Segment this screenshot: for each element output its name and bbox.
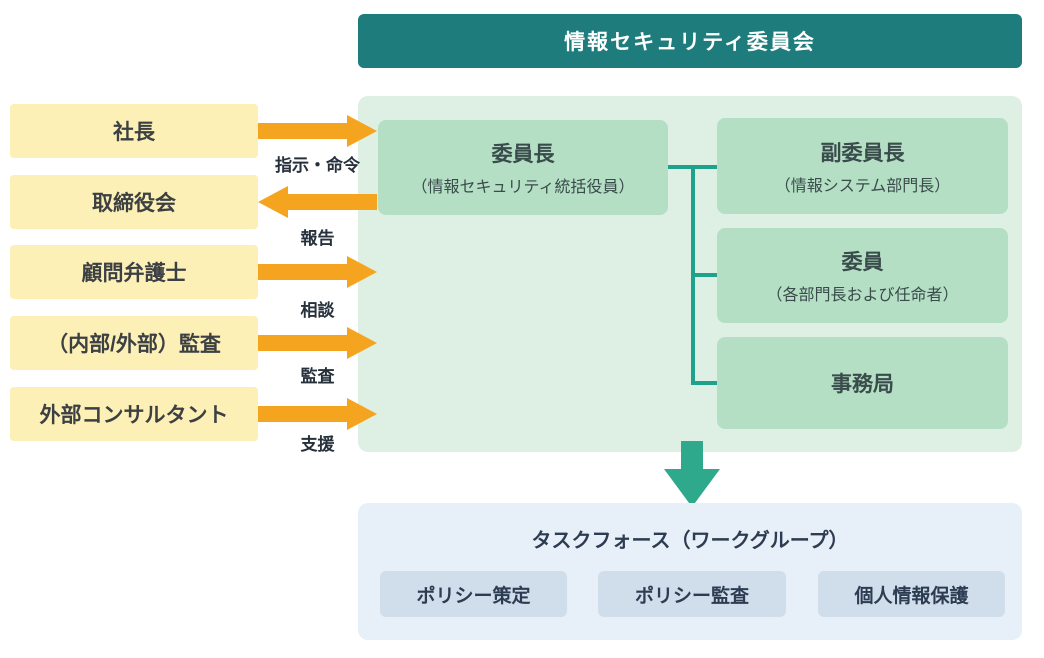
taskforce-group-label: ポリシー策定 <box>416 585 531 607</box>
secretariat-title: 事務局 <box>831 373 894 396</box>
vice-chair-subtitle: （情報システム部門長） <box>774 177 951 195</box>
flow-label: 支援 <box>300 435 335 454</box>
taskforce-group-policy-development: ポリシー策定 <box>380 571 567 617</box>
flow-arrow-left-icon <box>258 186 377 218</box>
taskforce-group-personal-info-protection: 個人情報保護 <box>818 571 1005 617</box>
external-label: （内部/外部）監査 <box>47 333 221 356</box>
external-box-president: 社長 <box>10 104 258 158</box>
external-box-legal-advisor: 顧問弁護士 <box>10 245 258 299</box>
external-label: 社長 <box>113 121 155 144</box>
external-box-external-consultant: 外部コンサルタント <box>10 387 258 441</box>
flow-arrow-right-icon <box>258 398 377 430</box>
flow-label: 報告 <box>300 229 335 248</box>
chair-title: 委員長 <box>491 143 555 166</box>
committee-title-bar: 情報セキュリティ委員会 <box>358 14 1022 68</box>
taskforce-group-label: ポリシー監査 <box>634 585 749 607</box>
flow-label: 指示・命令 <box>275 156 360 175</box>
external-label: 取締役会 <box>92 192 176 215</box>
vice-chair-box: 副委員長 （情報システム部門長） <box>717 118 1008 214</box>
flow-label: 相談 <box>300 301 335 320</box>
connector-line <box>691 381 717 385</box>
external-label: 外部コンサルタント <box>39 404 229 427</box>
taskforce-group-policy-audit: ポリシー監査 <box>598 571 786 617</box>
flow-label: 監査 <box>300 367 335 386</box>
external-box-audit: （内部/外部）監査 <box>10 316 258 370</box>
chair-subtitle: （情報セキュリティ統括役員） <box>411 179 635 196</box>
external-box-board-of-directors: 取締役会 <box>10 175 258 229</box>
flow-arrow-right-icon <box>258 115 377 147</box>
secretariat-box: 事務局 <box>717 337 1008 429</box>
committee-title: 情報セキュリティ委員会 <box>564 31 816 54</box>
members-title: 委員 <box>841 251 884 274</box>
vice-chair-title: 副委員長 <box>820 141 905 165</box>
flow-arrow-right-icon <box>258 256 377 288</box>
taskforce-title: タスクフォース（ワークグループ） <box>531 530 849 552</box>
members-box: 委員 （各部門長および任命者） <box>717 228 1008 323</box>
arrow-down-icon <box>664 441 720 507</box>
flow-arrow-right-icon <box>258 327 377 359</box>
external-label: 顧問弁護士 <box>81 262 187 285</box>
taskforce-group-label: 個人情報保護 <box>854 585 969 607</box>
chair-box: 委員長 （情報セキュリティ統括役員） <box>378 120 668 215</box>
connector-line <box>691 273 717 277</box>
members-subtitle: （各部門長および任命者） <box>766 287 959 304</box>
